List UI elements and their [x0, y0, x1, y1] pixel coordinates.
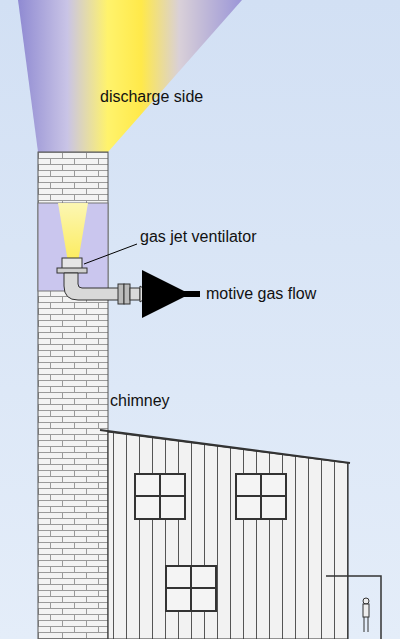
ventilator-label: gas jet ventilator: [140, 228, 257, 246]
discharge-label: discharge side: [100, 88, 203, 106]
motive-flow-label: motive gas flow: [206, 285, 316, 303]
chimney-label: chimney: [110, 392, 170, 410]
